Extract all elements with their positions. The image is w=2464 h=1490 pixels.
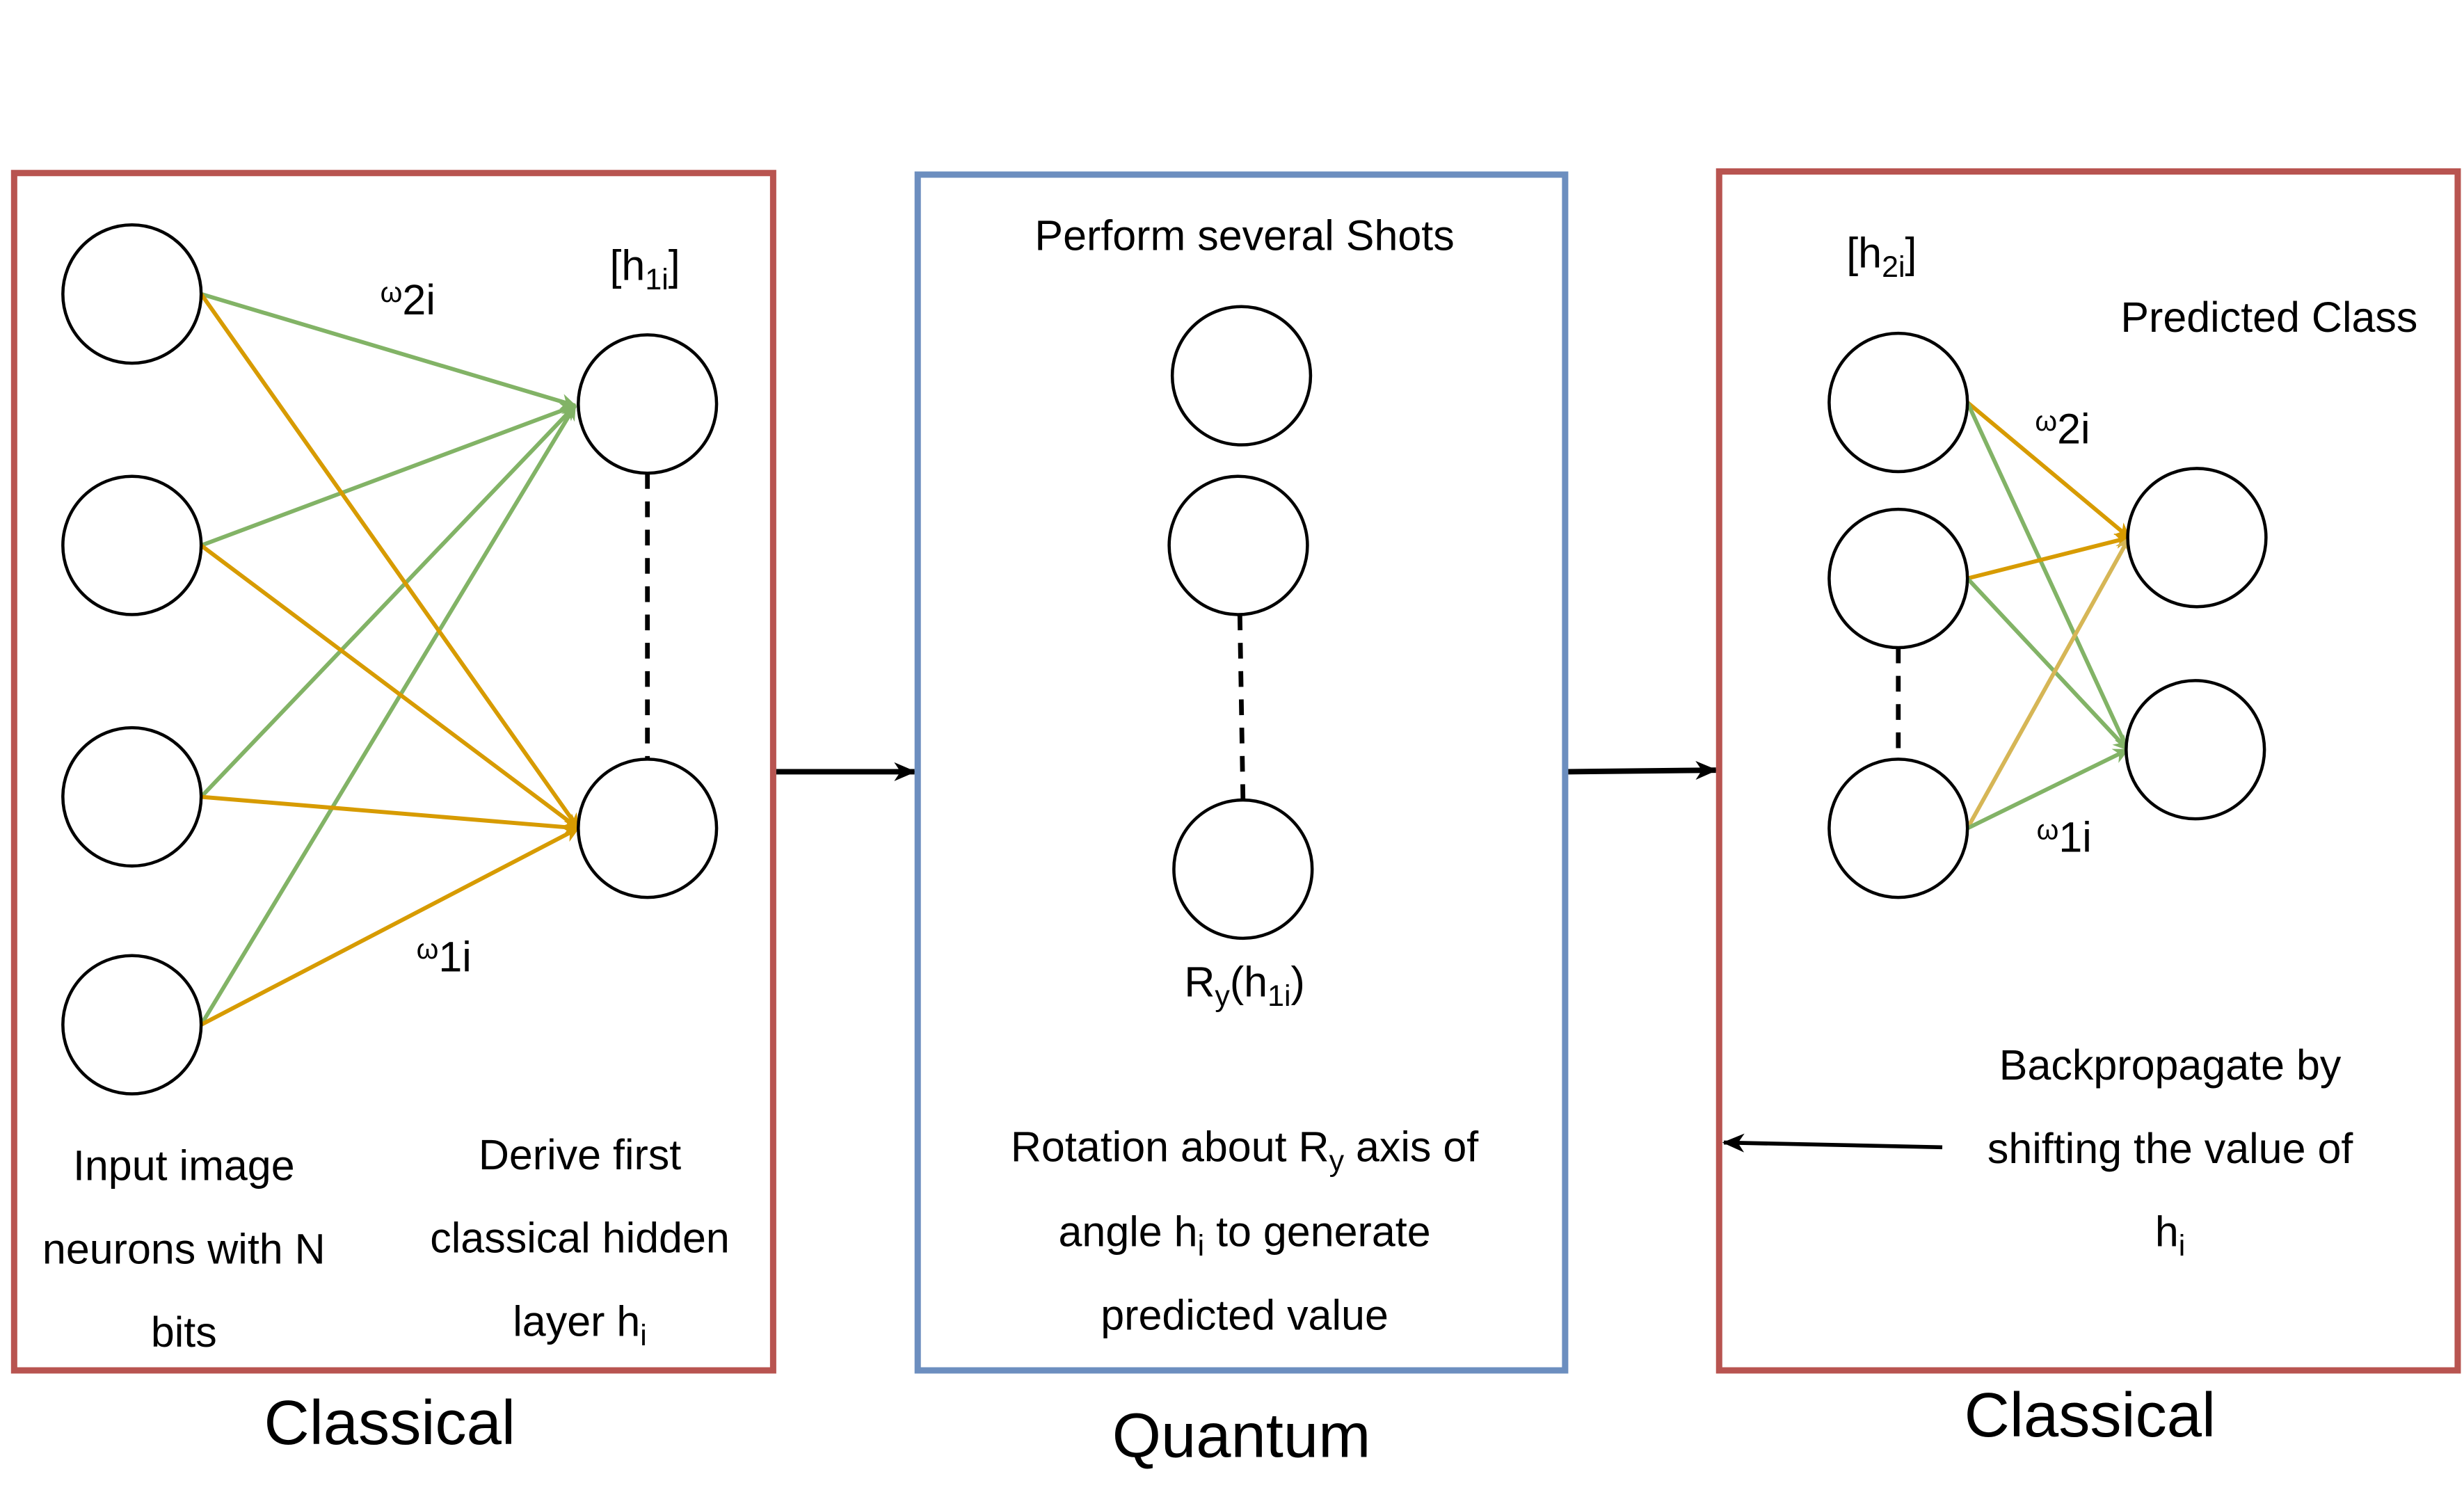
hidden-desc-line-2: classical hidden (430, 1215, 730, 1262)
hidden-neuron-1 (577, 333, 719, 475)
input-neuron-3 (61, 726, 203, 868)
edge-w2-input1 (200, 291, 577, 410)
qubit-1 (1170, 305, 1313, 447)
left-panel-border (10, 170, 776, 1374)
ry-gate-label: Ry(h1i) (1184, 958, 1304, 1013)
shots-title: Perform several Shots (1034, 211, 1454, 259)
edge-h2-out2 (1966, 577, 2129, 751)
edge-w2-input2 (200, 403, 577, 547)
right-classical-panel: [h2i] Predicted Class ω2i ω1i Backpropag… (1715, 168, 2461, 1450)
quantum-panel-caption: Quantum (1112, 1400, 1371, 1471)
hidden-description: Derive first classical hidden layer hi (430, 1131, 730, 1352)
input-desc-line-2: neurons with N (42, 1225, 326, 1272)
edge-h1-out2 (1965, 401, 2130, 751)
right-panel-border (1715, 168, 2461, 1374)
quantum-desc-line-2: angle hi to generate (1059, 1208, 1431, 1263)
left-classical-panel: ω2i [h1i] ω1i Input image neurons with N… (10, 170, 776, 1458)
output-class-2 (2125, 679, 2266, 821)
edge-h3-out1 (1965, 536, 2131, 830)
edge-w1-input3 (200, 794, 580, 835)
right-edges (1965, 401, 2131, 831)
backprop-line-1: Backpropagate by (1999, 1041, 2342, 1089)
edge-h1-out1 (1966, 401, 2131, 540)
weight-1i-label: ω1i (417, 933, 472, 980)
left-edges (199, 291, 580, 1027)
right-weight-2i-label: ω2i (2035, 405, 2090, 452)
edge-w1-input4 (200, 826, 580, 1027)
hidden-layer-h2i-label: [h2i] (1846, 229, 1917, 284)
backprop-line-2: shifting the value of (1987, 1125, 2354, 1172)
backprop-arrow (1722, 1133, 1943, 1153)
quantum-desc-line-3: predicted value (1101, 1291, 1389, 1338)
input-description: Input image neurons with N bits (42, 1142, 326, 1356)
h2-neuron-1 (1827, 331, 1969, 474)
qubit-ellipsis-dash (1237, 614, 1246, 801)
edge-w2-input4 (199, 404, 577, 1026)
output-class-1 (2126, 467, 2268, 609)
predicted-class-title: Predicted Class (2120, 294, 2417, 341)
input-neuron-2 (61, 474, 203, 616)
left-panel-caption: Classical (264, 1388, 515, 1458)
hidden-layer-h1i-label: [h1i] (609, 241, 680, 296)
backprop-description: Backpropagate by shifting the value of h… (1987, 1041, 2354, 1263)
edge-w1-input2 (200, 543, 580, 831)
edge-w2-input3 (200, 404, 577, 799)
input-neuron-1 (61, 223, 203, 365)
edge-w1-input1 (199, 292, 580, 830)
h2-neuron-n (1827, 758, 1969, 899)
input-neuron-4 (61, 954, 203, 1096)
input-desc-line-1: Input image (73, 1142, 295, 1189)
input-desc-line-3: bits (151, 1308, 217, 1356)
h2-neuron-2 (1827, 507, 1969, 650)
hidden-desc-line-1: Derive first (479, 1131, 681, 1178)
quantum-panel-border (914, 171, 1569, 1374)
edge-h3-out2 (1966, 748, 2129, 831)
hidden-neuron-2 (577, 758, 719, 899)
right-panel-caption: Classical (1965, 1380, 2216, 1450)
hidden-desc-line-3: layer hi (513, 1297, 647, 1352)
quantum-description: Rotation about Ry axis of angle hi to ge… (1011, 1123, 1479, 1339)
quantum-desc-line-1: Rotation about Ry axis of (1011, 1123, 1479, 1178)
forward-arrow-quantum-to-right (1568, 760, 1718, 780)
backprop-line-3: hi (2155, 1208, 2185, 1263)
qubit-2 (1167, 474, 1309, 616)
qubit-n (1172, 798, 1314, 940)
right-weight-1i-label: ω1i (2037, 814, 2092, 861)
weight-2i-label: ω2i (381, 276, 435, 323)
edge-h2-out1 (1967, 533, 2131, 581)
quantum-panel: Perform several Shots Ry(h1i) Rotation a… (914, 171, 1569, 1471)
